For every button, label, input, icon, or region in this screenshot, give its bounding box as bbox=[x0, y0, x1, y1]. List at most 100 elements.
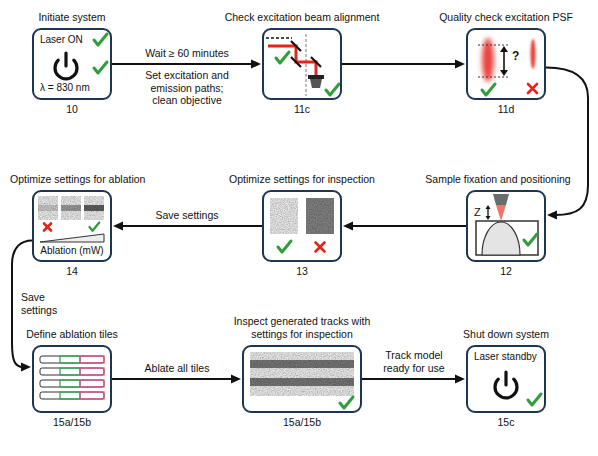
sample-mount-icon bbox=[486, 205, 491, 209]
step-heading: Quality check excitation PSF bbox=[439, 11, 573, 24]
process-box: Shut down systemLaser standby15c bbox=[466, 345, 546, 413]
beam-path-icon bbox=[291, 57, 301, 67]
step-number: 11d bbox=[498, 103, 515, 116]
beam-path-icon bbox=[305, 34, 306, 96]
psf-icon bbox=[528, 84, 537, 93]
flow-arrow bbox=[121, 225, 262, 227]
arrow-head bbox=[455, 60, 465, 69]
edge-label: Ablate all tiles bbox=[143, 362, 212, 375]
ablation-series bbox=[90, 223, 100, 231]
step-number: 12 bbox=[500, 265, 512, 278]
edge-label: Save settings bbox=[19, 291, 65, 316]
ablation-tiles bbox=[60, 380, 80, 387]
edge-label: Track model ready for use bbox=[374, 349, 454, 374]
step-heading: Optimize settings for ablation bbox=[10, 173, 145, 186]
step-heading: Sample fixation and positioning bbox=[425, 173, 570, 186]
inspection-images bbox=[270, 198, 298, 234]
power-icon bbox=[495, 372, 541, 405]
psf-icon bbox=[528, 84, 537, 93]
step-number: 15c bbox=[498, 416, 515, 429]
arrow-head bbox=[21, 363, 31, 372]
step-heading: Inspect generated tracks with settings f… bbox=[216, 315, 388, 341]
arrow-head bbox=[231, 375, 241, 384]
check-mark bbox=[94, 62, 107, 73]
edge-label: Wait ≥ 60 minutes bbox=[143, 47, 231, 60]
note-label: Set excitation and emission paths; clean… bbox=[135, 69, 239, 107]
sample-mount-icon bbox=[486, 216, 491, 220]
psf-icon bbox=[478, 45, 510, 46]
process-box: Inspect generated tracks with settings f… bbox=[242, 345, 362, 413]
ablation-series bbox=[84, 205, 104, 211]
box-text: λ = 830 nm bbox=[40, 82, 90, 94]
process-box: Optimize settings for ablationAblation (… bbox=[32, 190, 112, 262]
inspection-images bbox=[306, 198, 334, 234]
beam-path-icon bbox=[291, 41, 301, 51]
track-image bbox=[250, 352, 354, 396]
step-heading: Define ablation tiles bbox=[26, 328, 118, 341]
box-text: ? bbox=[512, 50, 519, 62]
beam-path-icon bbox=[308, 75, 324, 79]
psf-icon bbox=[478, 38, 537, 95]
sample-mount-icon bbox=[476, 194, 538, 255]
ablation-series bbox=[44, 224, 51, 231]
track-image bbox=[340, 397, 353, 408]
track-image bbox=[250, 378, 354, 386]
ablation-tiles bbox=[60, 356, 80, 363]
ablation-series bbox=[61, 205, 81, 211]
beam-path-icon bbox=[310, 79, 322, 88]
ablation-tiles bbox=[40, 380, 104, 387]
arrow-head bbox=[113, 222, 123, 231]
beam-path-icon bbox=[326, 84, 339, 95]
ablation-tiles bbox=[40, 368, 104, 375]
flow-arrow bbox=[112, 63, 253, 65]
box-text: Laser standby bbox=[474, 351, 537, 363]
sample-mount-icon bbox=[476, 221, 538, 255]
flow-arrow bbox=[362, 378, 457, 380]
psf-icon bbox=[531, 39, 536, 69]
beam-path-icon bbox=[311, 57, 321, 67]
ablation-series bbox=[61, 196, 81, 220]
power-icon bbox=[528, 394, 541, 405]
sample-mount-icon bbox=[496, 205, 506, 221]
box-text: Z bbox=[474, 206, 481, 218]
inspection-images bbox=[316, 243, 325, 252]
process-box: Optimize settings for inspection13 bbox=[262, 190, 342, 262]
beam-path-icon bbox=[266, 37, 292, 38]
ablation-series bbox=[38, 196, 58, 220]
psf-icon bbox=[478, 77, 510, 78]
flow-arrow bbox=[342, 63, 457, 65]
power-icon bbox=[504, 372, 507, 385]
ablation-tiles bbox=[80, 380, 104, 387]
check-mark bbox=[94, 34, 107, 45]
psf-icon bbox=[503, 50, 505, 72]
box-text: Ablation (mW) bbox=[34, 245, 110, 257]
step-number: 15a/15b bbox=[53, 416, 91, 429]
step-number: 11c bbox=[294, 103, 310, 116]
box-text: Laser ON bbox=[40, 34, 83, 46]
ablation-series bbox=[38, 205, 58, 211]
check-mark bbox=[94, 34, 107, 73]
ablation-tiles bbox=[60, 392, 80, 399]
step-heading: Initiate system bbox=[38, 11, 105, 24]
sample-mount-icon bbox=[487, 208, 488, 217]
process-box: Initiate systemLaser ONλ = 830 nm10 bbox=[32, 28, 112, 100]
ablation-tiles bbox=[80, 368, 104, 375]
sample-mount-icon bbox=[482, 222, 520, 255]
sample-mount-icon bbox=[493, 194, 509, 205]
step-heading: Shut down system bbox=[463, 328, 549, 341]
ablation-tiles bbox=[80, 356, 104, 363]
inspection-images bbox=[316, 243, 325, 252]
process-box: Define ablation tiles15a/15b bbox=[32, 345, 112, 413]
psf-icon bbox=[500, 70, 508, 76]
sample-mount-icon bbox=[524, 234, 537, 245]
flow-arrow bbox=[351, 225, 466, 227]
arrow-head bbox=[547, 211, 557, 220]
step-number: 13 bbox=[296, 265, 308, 278]
step-heading: Check excitation beam alignment bbox=[225, 11, 380, 24]
inspection-images bbox=[270, 198, 334, 252]
ablation-tiles bbox=[40, 392, 104, 399]
power-icon bbox=[55, 53, 77, 79]
